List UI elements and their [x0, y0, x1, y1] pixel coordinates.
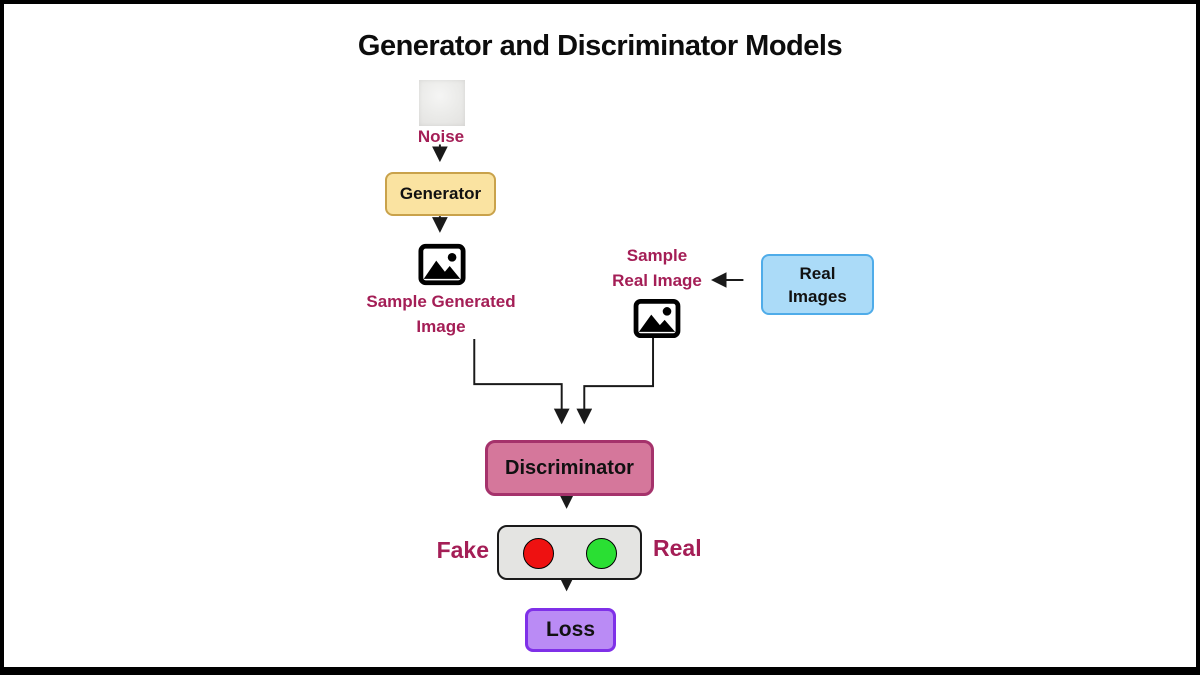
real-images-node: Real Images — [761, 254, 874, 315]
generated-image-icon — [418, 242, 466, 287]
connector-generated-to-discriminator — [473, 338, 570, 425]
sample-generated-label: Sample Generated Image — [341, 289, 541, 339]
page-title: Generator and Discriminator Models — [357, 30, 843, 62]
sample-real-line2: Real Image — [612, 271, 702, 290]
fake-label: Fake — [436, 537, 489, 563]
sample-real-line1: Sample — [626, 246, 688, 265]
connector-real-to-discriminator — [576, 336, 655, 425]
real-image-icon — [633, 298, 681, 339]
real-dot-icon — [586, 538, 617, 569]
loss-node: Loss — [525, 608, 616, 652]
generator-label: Generator — [399, 184, 482, 203]
real-images-line1: Real — [799, 263, 836, 283]
sample-generated-line1: Sample Generated — [366, 292, 516, 311]
noise-label: Noise — [417, 127, 465, 146]
sample-generated-line2: Image — [416, 317, 466, 336]
real-label: Real — [653, 535, 702, 561]
discriminator-node: Discriminator — [485, 440, 654, 496]
discriminator-label: Discriminator — [505, 456, 634, 479]
real-images-line2: Images — [788, 286, 847, 306]
output-indicator — [497, 525, 642, 580]
fake-dot-icon — [523, 538, 554, 569]
generator-node: Generator — [385, 172, 496, 216]
noise-thumbnail — [419, 80, 465, 126]
loss-label: Loss — [545, 618, 595, 641]
sample-real-label: Sample Real Image — [579, 243, 735, 293]
